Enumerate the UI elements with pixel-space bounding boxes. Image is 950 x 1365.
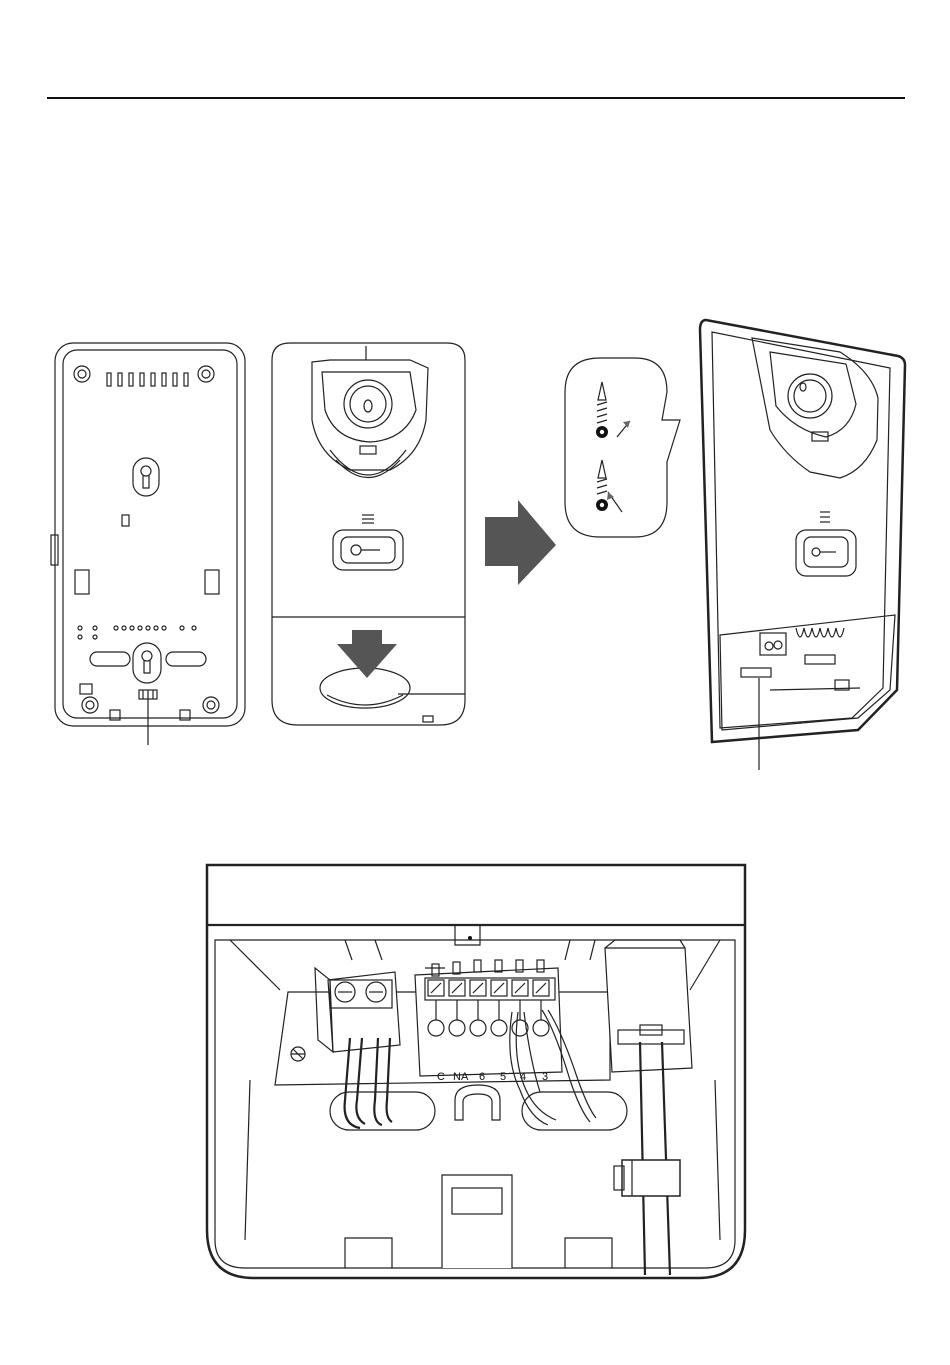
unit-back-view: [51, 343, 245, 726]
network-jack: [605, 940, 692, 1072]
terminal-label-na: NA: [453, 1071, 469, 1083]
signal-terminal-block: C NA 6 5 4 3: [415, 960, 562, 1083]
terminal-label-6: 6: [479, 1071, 485, 1083]
unit-mounted-view: [700, 320, 905, 742]
next-step-arrow: [485, 500, 556, 585]
terminal-label-5: 5: [500, 1071, 506, 1083]
terminal-block-closeup: C NA 6 5 4 3: [207, 865, 745, 1278]
terminal-label-c: C: [437, 1071, 445, 1083]
terminal-label-3: 3: [542, 1071, 548, 1083]
screw-detail-bubble: [565, 358, 680, 537]
